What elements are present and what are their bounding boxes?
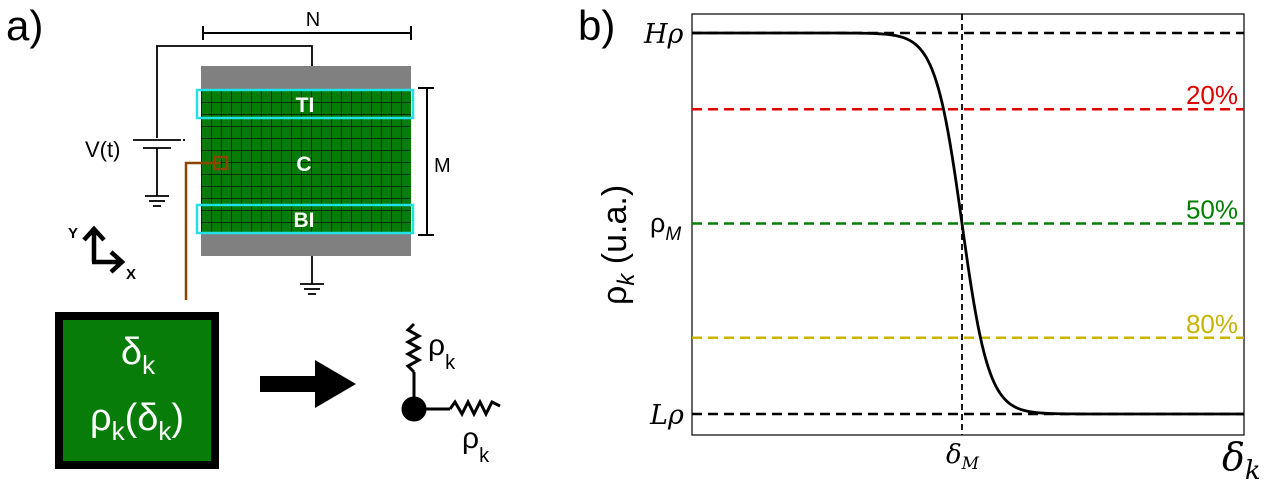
axis-y-label: Y [68,225,78,242]
xy-axes-icon: Y X [68,225,136,283]
reference-lines: 20% 50% 80% [692,31,1244,416]
spring-node-diagram [401,322,501,422]
region-c-label: C [296,153,311,176]
dimension-m-label: M [434,155,451,177]
region-ti-label: TI [296,94,315,117]
reference-label-2: 50% [1186,195,1238,225]
dimension-n-label: N [306,9,320,31]
node-rho-label: ρk(δk) [90,397,184,446]
reference-label-1: 20% [1186,80,1238,110]
y-axis-label: ρk (u.a.) [596,185,640,305]
node-box: δk ρk(δk) [55,312,219,469]
bottom-interface-box [195,203,415,235]
device-mesh [201,90,411,233]
voltage-label: V(t) [85,137,120,162]
dimension-n: N [202,9,412,40]
sigmoid-chart: 20% 50% 80% Hρ ρM Lρ δM δk ρk (u.a.) [596,13,1261,481]
reference-label-3: 80% [1186,309,1238,339]
region-bi-label: BI [294,209,315,232]
x-axis-label: δk [1222,435,1261,481]
sigmoid-curve [692,31,1244,416]
spring-top-label: ρk [428,329,456,374]
probe-wire [184,155,229,300]
probe-contact [213,155,229,171]
node-dot [401,396,427,422]
top-interface-box [195,88,415,120]
spring-right-label: ρk [462,422,490,467]
y-tick-h: Hρ [643,19,684,50]
dimension-m: M [418,87,451,236]
node-delta-label: δk [121,331,156,380]
right-arrow-icon [260,360,356,408]
y-tick-rho-m: ρM [650,208,681,245]
x-tick-delta-m: δM [946,440,980,474]
axis-x-label: X [126,266,136,283]
device-grid: TI C BI [195,66,415,256]
panel-b-label: b) [578,2,615,49]
circuit-wiring [133,45,324,295]
y-tick-l: Lρ [649,400,684,431]
panel-a-label: a) [6,2,43,49]
